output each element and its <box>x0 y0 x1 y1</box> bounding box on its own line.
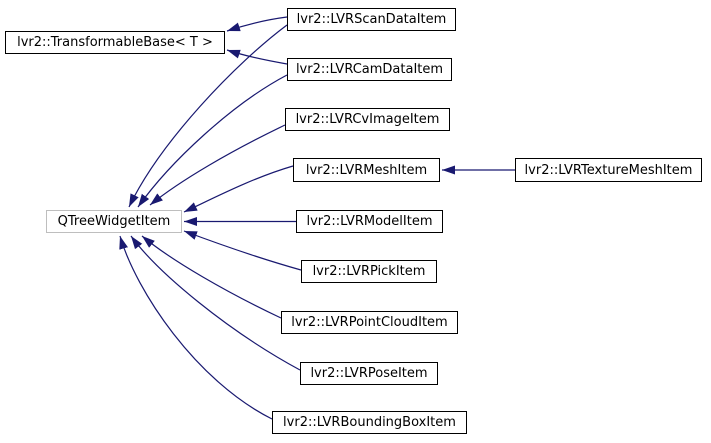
edge-cvimageitem-qtreewidgetitem <box>149 124 286 206</box>
node-cam-data-item-label: lvr2::LVRCamDataItem <box>295 62 444 77</box>
node-scan-data-item[interactable]: lvr2::LVRScanDataItem <box>287 8 456 31</box>
edge-camdataitem-transformablebase <box>226 49 288 65</box>
node-point-cloud-item[interactable]: lvr2::LVRPointCloudItem <box>281 311 458 334</box>
node-transformable-base-label: lvr2::TransformableBase< T > <box>17 35 213 50</box>
node-model-item[interactable]: lvr2::LVRModelItem <box>296 210 443 233</box>
edge-scandataitem-transformablebase <box>226 16 288 32</box>
node-cam-data-item[interactable]: lvr2::LVRCamDataItem <box>287 58 452 81</box>
node-pick-item[interactable]: lvr2::LVRPickItem <box>301 260 437 283</box>
node-cv-image-item-label: lvr2::LVRCvImageItem <box>295 112 440 127</box>
node-pose-item[interactable]: lvr2::LVRPoseItem <box>300 362 438 385</box>
node-model-item-label: lvr2::LVRModelItem <box>306 214 433 229</box>
node-transformable-base[interactable]: lvr2::TransformableBase< T > <box>5 31 225 54</box>
node-bounding-box-item[interactable]: lvr2::LVRBoundingBoxItem <box>272 411 467 434</box>
edge-boundingboxitem-qtreewidgetitem <box>119 235 273 420</box>
node-bounding-box-item-label: lvr2::LVRBoundingBoxItem <box>283 415 456 430</box>
node-texture-mesh-item[interactable]: lvr2::LVRTextureMeshItem <box>515 158 702 182</box>
node-mesh-item[interactable]: lvr2::LVRMeshItem <box>293 158 440 182</box>
edge-meshitem-qtreewidgetitem <box>183 165 294 213</box>
edge-pointclouditem-qtreewidgetitem <box>141 235 282 319</box>
edge-poseitem-qtreewidgetitem <box>130 235 301 371</box>
edge-scandataitem-qtreewidgetitem <box>128 24 288 208</box>
edge-pickitem-qtreewidgetitem <box>183 230 302 271</box>
node-qtreewidgetitem: QTreeWidgetItem <box>46 210 182 233</box>
node-pick-item-label: lvr2::LVRPickItem <box>312 264 426 279</box>
node-texture-mesh-item-label: lvr2::LVRTextureMeshItem <box>524 162 693 178</box>
node-pose-item-label: lvr2::LVRPoseItem <box>310 366 428 381</box>
node-cv-image-item[interactable]: lvr2::LVRCvImageItem <box>285 108 450 131</box>
edge-camdataitem-qtreewidgetitem <box>137 74 288 208</box>
node-qtreewidgetitem-label: QTreeWidgetItem <box>57 214 171 229</box>
node-point-cloud-item-label: lvr2::LVRPointCloudItem <box>291 315 448 330</box>
node-scan-data-item-label: lvr2::LVRScanDataItem <box>296 12 447 27</box>
node-mesh-item-label: lvr2::LVRMeshItem <box>305 162 428 178</box>
